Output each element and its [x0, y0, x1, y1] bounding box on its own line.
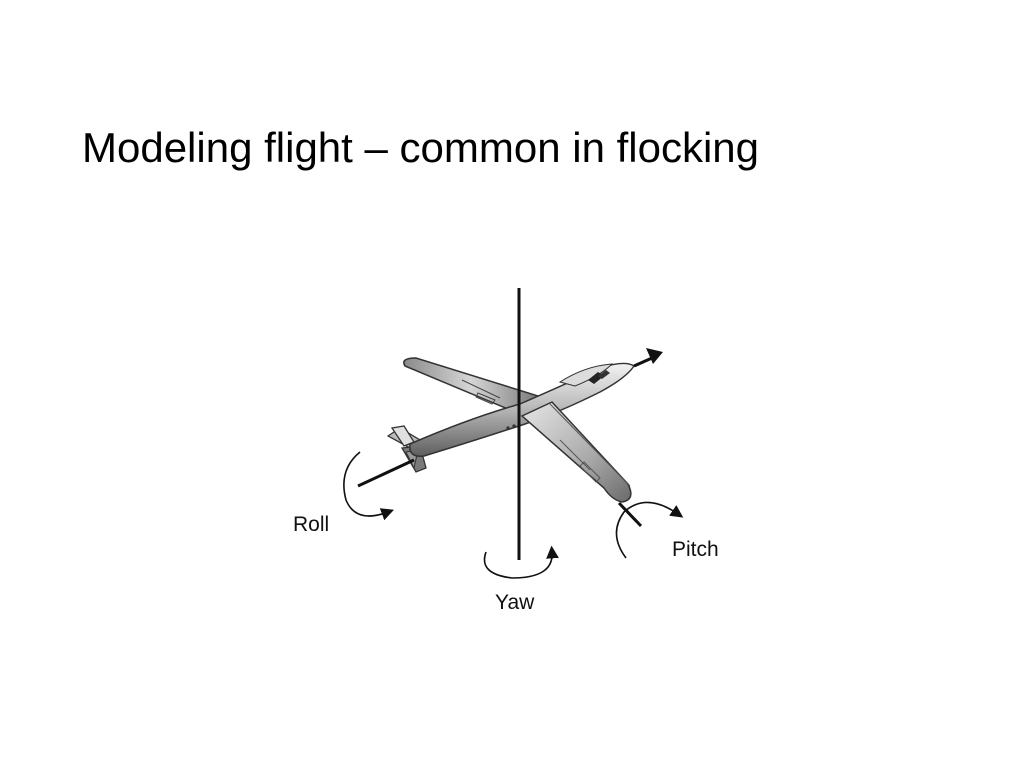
pitch-label: Pitch: [672, 538, 719, 561]
roll-axis-arrowhead: [646, 348, 663, 364]
roll-rotation-arrow: [343, 451, 394, 521]
roll-axis-front: [633, 356, 653, 368]
pitch-axis: [617, 501, 643, 528]
roll-label: Roll: [293, 513, 329, 536]
pitch-rotation-arrow: [615, 501, 684, 559]
roll-axis-rear: [357, 458, 415, 488]
yaw-label: Yaw: [495, 591, 535, 614]
yaw-rotation-arrow: [483, 545, 559, 579]
right-wing: [520, 401, 632, 503]
slide-title: Modeling flight – common in flocking: [82, 124, 760, 171]
